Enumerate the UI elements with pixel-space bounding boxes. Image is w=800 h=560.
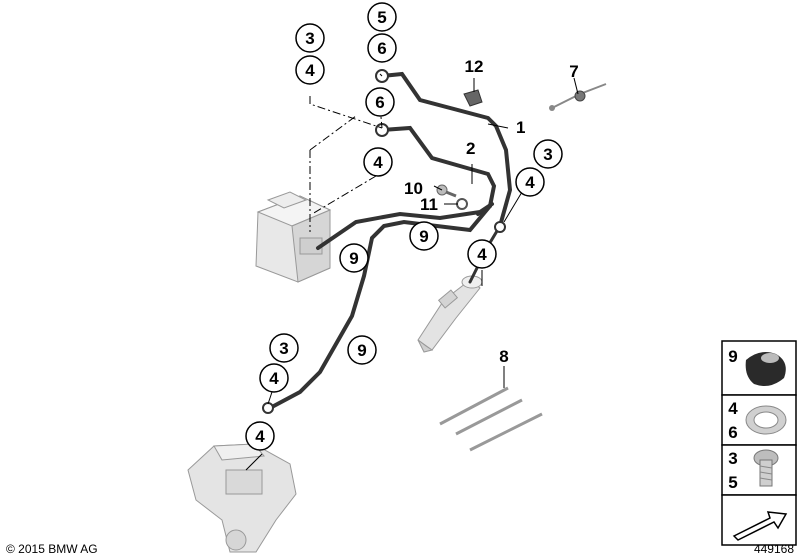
callout-9-a: 9	[409, 221, 439, 251]
svg-text:3: 3	[543, 145, 552, 164]
bolt-10	[436, 184, 457, 198]
svg-text:4: 4	[269, 369, 279, 388]
callout-3-low: 3	[269, 333, 299, 363]
label-7: 7	[569, 62, 578, 81]
legend-row2-number-a: 4	[728, 399, 738, 418]
callout-4-low: 4	[259, 363, 289, 393]
label-10: 10	[404, 179, 423, 198]
label-2: 2	[466, 139, 475, 158]
label-11: 11	[420, 195, 438, 214]
label-12: 12	[465, 57, 484, 76]
svg-text:4: 4	[477, 245, 487, 264]
washer-11	[456, 198, 468, 210]
cable-ties-8	[439, 386, 543, 452]
callout-4-right: 4	[515, 167, 545, 197]
svg-text:9: 9	[357, 341, 366, 360]
callout-9-b: 9	[339, 243, 369, 273]
callout-9-c: 9	[347, 335, 377, 365]
legend-row1-number: 9	[728, 347, 737, 366]
callout-3-right: 3	[533, 139, 563, 169]
master-cylinder	[417, 275, 483, 353]
diagram-number: 449168	[754, 542, 794, 556]
bleed-screw-icon	[753, 449, 779, 487]
svg-text:6: 6	[377, 39, 386, 58]
copyright-text: © 2015 BMW AG	[6, 542, 98, 556]
callout-4-caliper: 4	[245, 421, 275, 451]
callout-6-top: 6	[367, 33, 397, 63]
svg-text:9: 9	[349, 249, 358, 268]
callout-6-mid: 6	[365, 87, 395, 117]
callout-5-top: 5	[367, 2, 397, 32]
label-8: 8	[499, 347, 508, 366]
holder-7	[549, 83, 607, 111]
legend-row2-number-b: 6	[728, 423, 737, 442]
arrow-icon	[732, 511, 788, 541]
svg-text:9: 9	[419, 227, 428, 246]
brake-caliper	[187, 443, 297, 553]
svg-text:4: 4	[255, 427, 265, 446]
svg-text:3: 3	[305, 29, 314, 48]
legend-row3-number-b: 5	[728, 473, 737, 492]
svg-text:3: 3	[279, 339, 288, 358]
abs-unit	[255, 191, 332, 283]
clip-12	[463, 89, 483, 107]
svg-text:4: 4	[525, 173, 535, 192]
grommet-icon	[745, 352, 786, 386]
legend-panel: 9 4 6 3 5	[721, 340, 797, 546]
svg-text:5: 5	[377, 8, 386, 27]
svg-text:6: 6	[375, 93, 384, 112]
callout-4-left: 4	[295, 55, 325, 85]
svg-text:4: 4	[305, 61, 315, 80]
legend-row3-number-a: 3	[728, 449, 737, 468]
seal-ring-icon	[745, 405, 787, 435]
svg-text:4: 4	[373, 153, 383, 172]
callout-3-left: 3	[295, 23, 325, 53]
label-1: 1	[516, 118, 525, 137]
callout-4-master: 4	[467, 239, 497, 269]
callout-4-mid: 4	[363, 147, 393, 177]
